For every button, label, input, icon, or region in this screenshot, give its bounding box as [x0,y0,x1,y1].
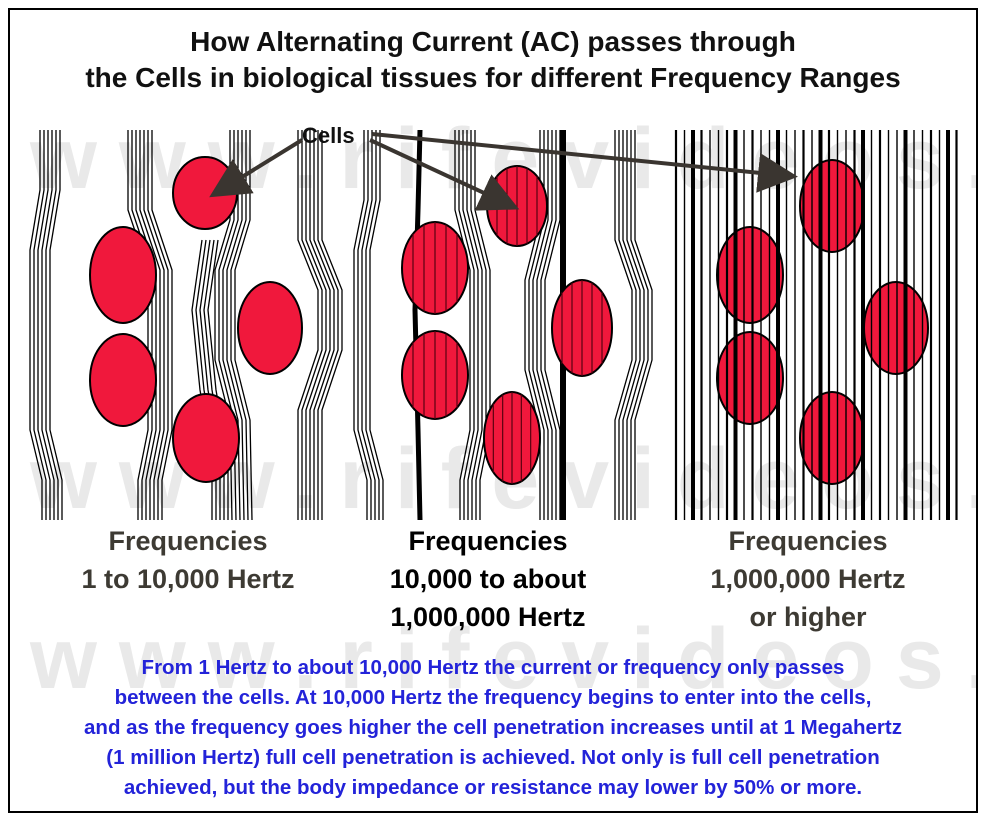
cell [89,333,157,427]
description-line-3: and as the frequency goes higher the cel… [84,716,902,739]
p1-right-line [305,130,327,520]
arrow-to-cell-2 [369,138,520,211]
frequency-diagram: Cells [29,123,958,521]
description-line-2: between the cells. At 10,000 Hertz the f… [114,686,872,709]
p1-center-line [207,239,229,520]
p1-left-line [29,130,43,520]
p1-center-line [203,239,225,520]
watermark-bottom: www.rifevideos.com [30,611,976,707]
p1-left-line [33,130,47,520]
description-text: From 1 Hertz to about 10,000 Hertz the c… [10,653,976,803]
p1-right-line [317,130,339,520]
p1-center-right-line [234,130,253,521]
p1-right-line [313,130,335,520]
p1-center-line [199,239,221,520]
p1-right-line [309,130,331,520]
cells-callout: Cells [209,123,798,211]
cell [172,156,238,230]
panel-1-line-1: Frequencies [108,526,268,556]
p1-center-left-line [135,130,157,520]
p1-center-left-line [151,130,173,520]
panel-1-line-2: 1 to 10,000 Hertz [81,564,295,594]
p2-thick-line [412,129,423,521]
diagram-frame: www.rifevideos.com www.rifevideos.com ww… [8,8,978,813]
p1-center-left-line [139,130,161,520]
panel-3-caption: Frequencies 1,000,000 Hertz or higher [658,522,958,636]
p1-center-left-line [127,130,149,520]
p2-left-line [357,130,372,520]
panel-3-line-2: 1,000,000 Hertz [710,564,906,594]
p1-center-right-line [230,130,249,521]
p1-left-line [37,130,51,520]
p2-left-line [369,130,384,520]
panel-2-line-2: 10,000 to about [389,564,587,594]
p1-left-line [41,130,55,520]
p2-center-right-line [536,130,553,520]
title-line-2: the Cells in biological tissues for diff… [85,62,901,93]
panel-1-caption: Frequencies 1 to 10,000 Hertz [38,522,338,598]
cells-label: Cells [302,123,355,148]
p1-center-left-line [131,130,153,520]
cell-group-low-frequency [89,156,303,483]
p2-right-line [622,130,641,520]
diagram-title: How Alternating Current (AC) passes thro… [10,24,976,96]
panel-2-line-3: 1,000,000 Hertz [390,602,586,632]
panel-2-line-1: Frequencies [408,526,568,556]
description-line-5: achieved, but the body impedance or resi… [123,776,863,799]
p1-right-line [301,130,323,520]
description-line-1: From 1 Hertz to about 10,000 Hertz the c… [141,656,845,679]
p1-center-left-line [147,130,169,520]
current-lines-straight [674,130,958,520]
p1-center-right-line [226,130,245,521]
p2-left-line [365,130,380,520]
p1-left-line [49,130,63,520]
panel-3-line-3: or higher [749,602,867,632]
cell-group-mid-frequency [401,165,613,485]
p2-center-right-line [532,130,549,520]
title-line-1: How Alternating Current (AC) passes thro… [190,26,796,57]
panel-2-caption: Frequencies 10,000 to about 1,000,000 He… [338,522,638,636]
p2-center-left-line [454,130,471,520]
panel-mid-frequency [353,129,653,521]
p2-left-line [353,130,368,520]
cell [237,281,303,375]
panel-low-frequency [29,130,343,521]
p2-center-left-line [470,130,487,520]
arrow-to-cell-1 [209,138,304,198]
cell [863,281,929,375]
p2-right-line [630,130,649,520]
p2-right-line [614,130,633,520]
arrow-to-cell-3 [371,132,798,193]
p1-left-line [45,130,59,520]
p2-right-line [618,130,637,520]
p2-right-line [634,130,653,520]
p2-center-left-line [462,130,479,520]
p1-right-line [321,130,343,520]
p2-left-line [361,130,376,520]
p1-center-left-line [143,130,165,520]
cell [172,393,240,483]
p2-center-right-line [540,130,557,520]
p2-right-line [626,130,645,520]
cell [89,226,157,324]
panel-high-frequency [674,130,958,520]
p2-center-left-line [458,130,475,520]
description-line-4: (1 million Hertz) full cell penetration … [106,746,880,769]
p2-center-left-line [466,130,483,520]
p1-right-line [297,130,319,520]
panel-3-line-1: Frequencies [728,526,888,556]
